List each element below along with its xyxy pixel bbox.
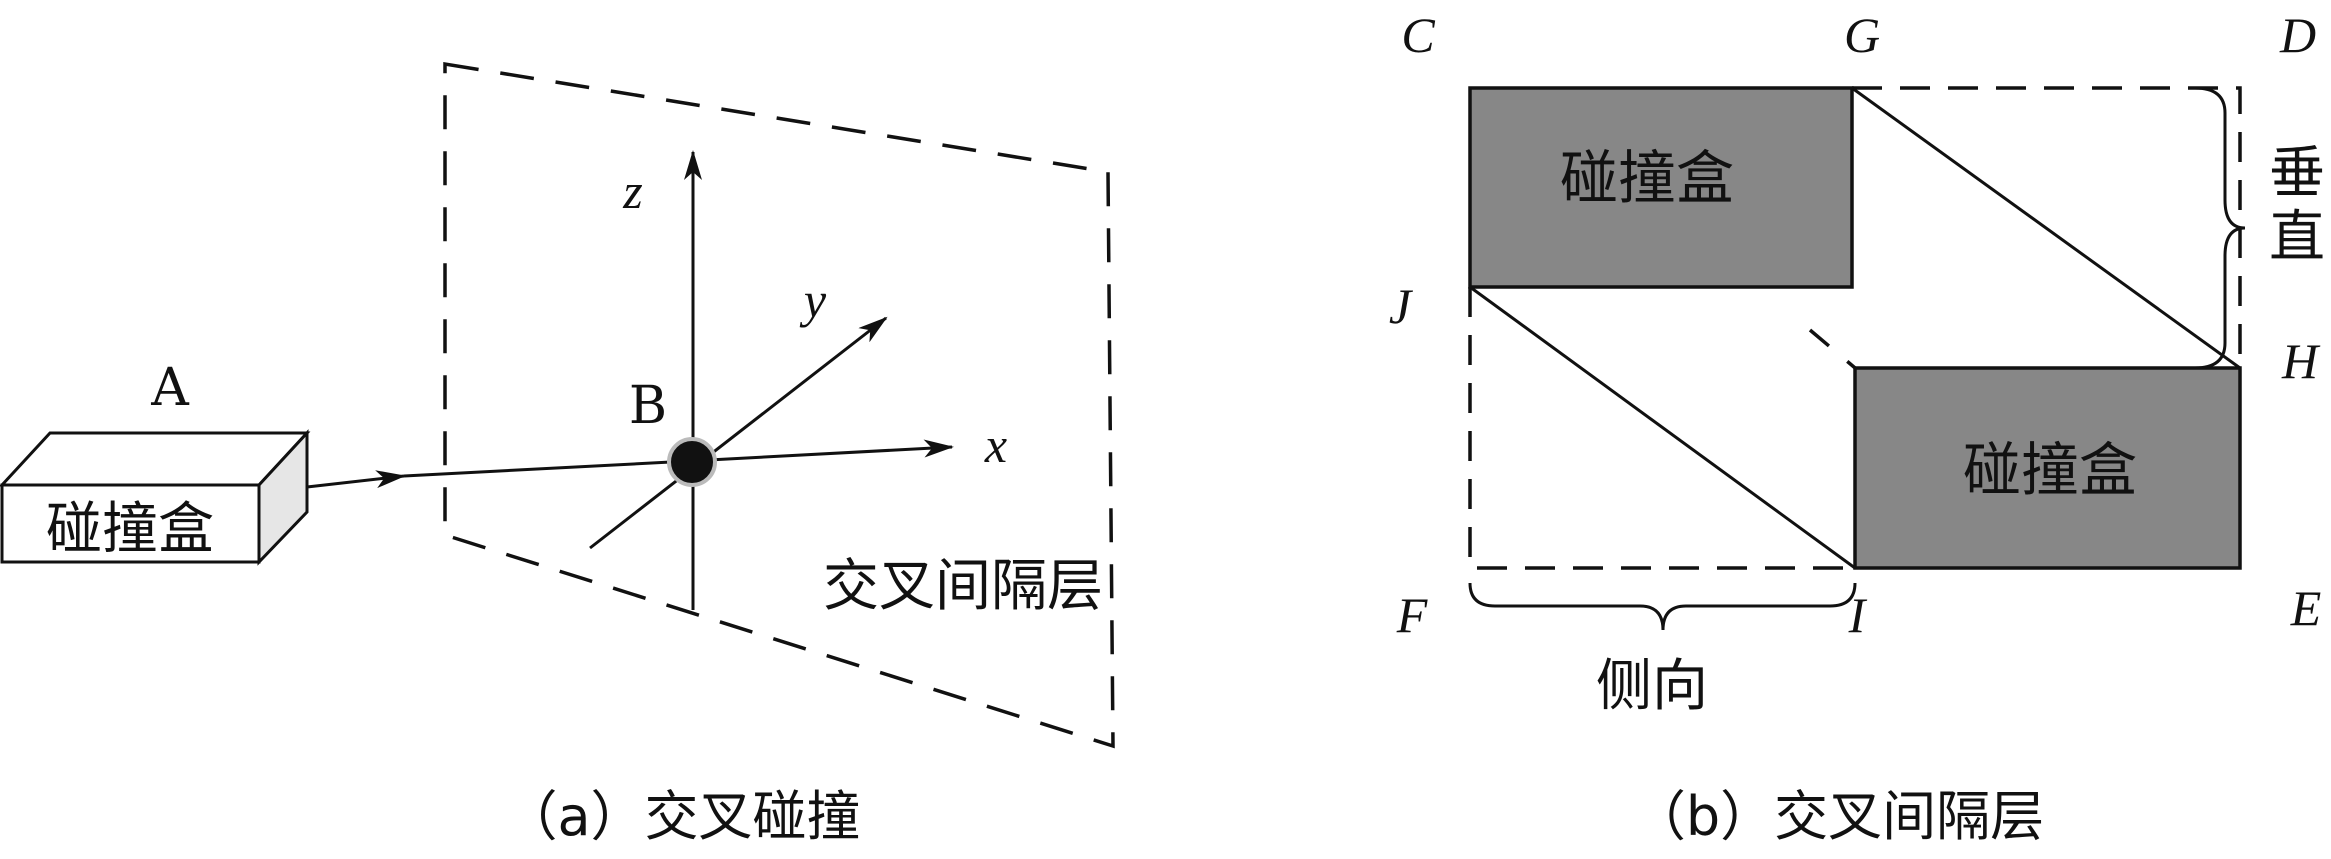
collision-box-bottom: [1853, 366, 2242, 570]
dashed-outer-top-right: [1852, 86, 2242, 368]
panel-b: 碰撞盒 碰撞盒 垂直 侧向 C G D J H F I E （b）交叉间隔层: [1389, 7, 2325, 848]
vertical-label-char: 直: [2269, 205, 2325, 270]
corner-g: G: [1844, 7, 1880, 63]
dashed-outer-left-bottom: [1468, 287, 1855, 570]
corner-c: C: [1401, 7, 1435, 63]
panel-a: 碰撞盒 A x z y B 交叉间隔层 （a）交叉碰撞: [0, 61, 1115, 848]
trajectory-arrow: [306, 470, 406, 489]
collision-box-a: 碰撞盒: [0, 429, 311, 566]
collision-box-top: [1468, 86, 1854, 289]
box-a-label: A: [150, 358, 190, 418]
trajectory-line: [403, 459, 691, 478]
diagonal-j-i: [1469, 285, 1856, 570]
diagonal-g-h: [1851, 86, 2241, 370]
z-axis-label: z: [622, 163, 642, 219]
caption-a: （a）交叉碰撞: [503, 785, 860, 848]
lateral-label: 侧向: [1596, 654, 1708, 719]
x-axis: [689, 439, 954, 463]
box-a-top: [0, 431, 311, 487]
box-a-front: [0, 483, 261, 564]
point-b: [667, 437, 717, 487]
y-axis: [589, 316, 888, 550]
corner-e: E: [2290, 580, 2322, 636]
caption-b: （b）交叉间隔层: [1632, 785, 2044, 848]
x-axis-label: x: [984, 417, 1007, 473]
corner-d: D: [2279, 7, 2316, 63]
y-axis-label: y: [799, 272, 827, 328]
vertical-label-char: 垂: [2269, 141, 2325, 206]
vertical-label-1: 垂直: [2269, 141, 2325, 270]
plane-label: 交叉间隔层: [823, 554, 1103, 619]
crossover-plane: [443, 61, 1115, 749]
vertical-brace: [2194, 86, 2246, 370]
corner-h: H: [2281, 333, 2321, 389]
corner-i: I: [1848, 587, 1868, 643]
collision-box-top-text: 碰撞盒: [1560, 144, 1734, 212]
box-a-text: 碰撞盒: [46, 497, 214, 562]
lateral-brace: [1468, 582, 1857, 631]
corner-j: J: [1389, 278, 1414, 334]
corner-f: F: [1396, 587, 1428, 643]
collision-box-bottom-text: 碰撞盒: [1963, 436, 2137, 504]
point-b-label: B: [629, 376, 667, 436]
